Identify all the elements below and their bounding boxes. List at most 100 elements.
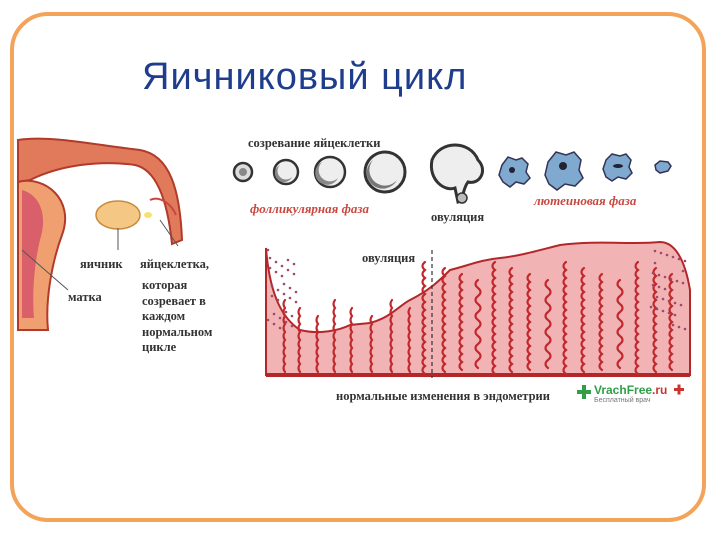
label-egg-description: которая созревает в каждом нормальном ци…	[142, 278, 213, 354]
gland-line	[458, 272, 464, 372]
tissue-dot	[665, 253, 669, 257]
label-ovary: яичник	[80, 257, 123, 271]
tissue-dot	[649, 305, 653, 309]
tissue-dot	[671, 323, 675, 327]
tissue-dot	[657, 285, 661, 289]
corpus-luteum-1	[498, 156, 531, 188]
gland-line	[508, 266, 514, 374]
gland-line	[491, 260, 497, 376]
label-egg: яйцеклетка,	[140, 257, 210, 271]
tissue-dot	[651, 271, 655, 275]
tissue-dot	[669, 277, 673, 281]
gland-line	[526, 272, 532, 372]
gland-line	[349, 306, 354, 374]
endometrium-diagram	[265, 240, 691, 378]
follicle-ovulating	[429, 143, 484, 204]
corpus-albicans	[654, 160, 672, 174]
tissue-dot	[294, 290, 298, 294]
tissue-dot	[280, 274, 284, 278]
tissue-dot	[274, 270, 278, 274]
tissue-dot	[659, 251, 663, 255]
endometrial-glands	[282, 260, 674, 376]
tissue-dot	[677, 325, 681, 329]
tissue-dot	[268, 266, 272, 270]
tissue-dot	[276, 288, 280, 292]
tissue-dot	[288, 296, 292, 300]
tissue-dot	[653, 249, 657, 253]
tissue-dot	[286, 258, 290, 262]
tissue-dot	[681, 281, 685, 285]
tissue-dot	[272, 322, 276, 326]
slide-title: Яичниковый цикл	[142, 56, 468, 98]
site-logo: VrachFree.ru Бесплатный врач	[572, 383, 692, 411]
tissue-dot	[290, 314, 294, 318]
tissue-dot	[683, 327, 687, 331]
gland-line	[474, 278, 482, 370]
tissue-dot	[292, 262, 296, 266]
logo-text: VrachFree.ru	[594, 383, 667, 397]
tissue-dot	[278, 316, 282, 320]
label-ovulation-mid: овуляция	[362, 251, 416, 265]
tissue-dot	[683, 259, 687, 263]
gland-line	[332, 298, 337, 374]
logo-tagline: Бесплатный врач	[594, 397, 651, 404]
tissue-dots	[266, 248, 687, 331]
corpus-luteum-2	[544, 151, 584, 191]
tissue-dot	[282, 292, 286, 296]
label-luteal-phase: лютеиновая фаза	[534, 193, 637, 208]
tissue-dot	[284, 320, 288, 324]
tissue-dot	[655, 307, 659, 311]
tissue-dot	[679, 303, 683, 307]
gland-line	[652, 266, 658, 374]
uterus-illustration	[17, 137, 184, 331]
gland-line	[441, 266, 447, 374]
tissue-dot	[270, 294, 274, 298]
gland-line	[315, 314, 320, 374]
tissue-dot	[655, 295, 659, 299]
label-egg-maturation: созревание яйцеклетки	[248, 136, 381, 150]
tissue-dot	[274, 260, 278, 264]
tissue-dot	[268, 256, 272, 260]
gland-line	[668, 272, 674, 372]
tissue-dot	[286, 268, 290, 272]
tissue-dot	[663, 287, 667, 291]
tissue-dot	[653, 261, 657, 265]
endometrium-caption: нормальные изменения в эндометрии	[336, 389, 550, 403]
gland-line	[407, 306, 412, 374]
tissue-dot	[280, 264, 284, 268]
logo-brand: VrachFree	[594, 383, 653, 397]
gland-line	[598, 272, 604, 372]
gland-line	[389, 298, 394, 374]
label-ovulation-top: овуляция	[431, 210, 485, 224]
tissue-dot	[675, 279, 679, 283]
label-uterus: матка	[68, 290, 102, 304]
tissue-dot	[278, 326, 282, 330]
tissue-dot	[266, 248, 270, 252]
tissue-dot	[661, 297, 665, 301]
ovary-shape	[95, 200, 141, 230]
tissue-dot	[673, 313, 677, 317]
label-follicular-phase: фолликулярная фаза	[250, 201, 369, 216]
gland-line	[616, 278, 624, 370]
tissue-dot	[292, 272, 296, 276]
gland-line	[580, 266, 586, 374]
tissue-dot	[270, 284, 274, 288]
logo-tld: .ru	[652, 383, 668, 397]
tissue-dot	[673, 301, 677, 305]
tissue-dot	[671, 255, 675, 259]
gland-line	[634, 260, 640, 376]
tissue-dot	[294, 300, 298, 304]
gland-line	[421, 260, 427, 376]
follicle-sequence	[232, 143, 672, 204]
tissue-dot	[667, 299, 671, 303]
tissue-dot	[657, 273, 661, 277]
tissue-dot	[661, 309, 665, 313]
gland-line	[282, 298, 287, 374]
tissue-dot	[276, 298, 280, 302]
tissue-dot	[667, 311, 671, 315]
gland-line	[544, 278, 552, 370]
gland-line	[562, 260, 568, 376]
tissue-dot	[677, 257, 681, 261]
tissue-dot	[663, 275, 667, 279]
